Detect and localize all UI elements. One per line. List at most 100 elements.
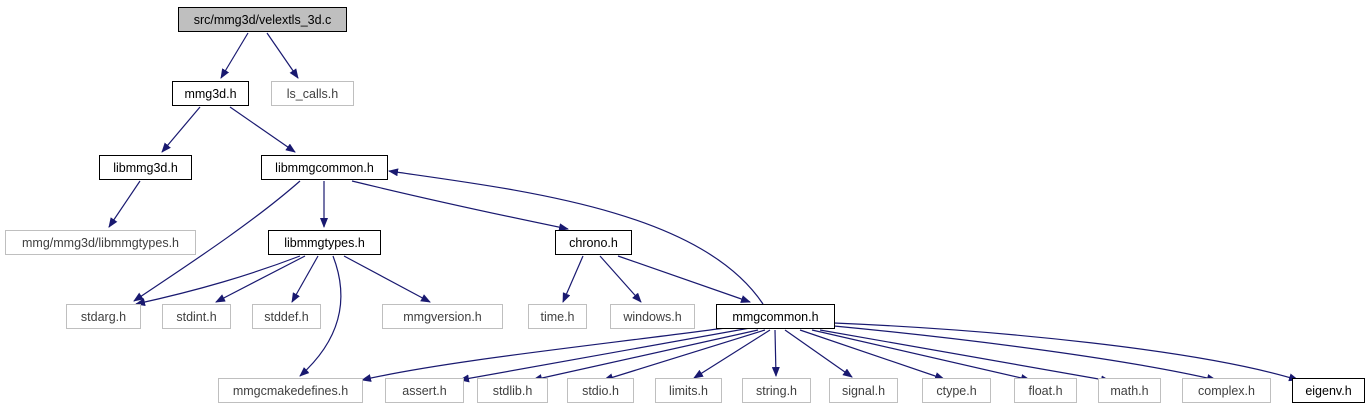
node-stdlib-box <box>477 378 548 403</box>
node-mmgtypes-box <box>5 230 196 255</box>
node-stdio: stdio.h <box>567 378 634 403</box>
edge-libmmgtypes-to-stdint <box>215 255 306 303</box>
edge-chrono-to-mmgcommon <box>617 255 751 303</box>
node-stdarg-box <box>66 304 141 329</box>
node-mmgversion-label: mmgversion.h <box>403 310 482 324</box>
node-mmg3d-box <box>172 81 249 106</box>
node-string: string.h <box>742 378 811 403</box>
edge-root-to-mmg3d <box>220 32 249 79</box>
node-limits-label: limits.h <box>669 384 708 398</box>
node-libmmgcommon-box <box>261 155 388 180</box>
edge-root-to-ls_calls <box>266 32 299 79</box>
node-stdint-label: stdint.h <box>176 310 216 324</box>
edge-mmgcommon-to-float <box>811 329 1031 382</box>
node-assert: assert.h <box>385 378 464 403</box>
node-mmgcommon[interactable]: mmgcommon.h <box>716 304 835 329</box>
node-ls_calls: ls_calls.h <box>271 81 354 106</box>
node-eigenv-label: eigenv.h <box>1305 384 1351 398</box>
node-signal-label: signal.h <box>842 384 885 398</box>
node-time-box <box>528 304 587 329</box>
node-stdlib: stdlib.h <box>477 378 548 403</box>
node-mmgtypes-label: mmg/mmg3d/libmmgtypes.h <box>22 236 179 250</box>
edge-mmgcommon-to-signal <box>784 329 853 378</box>
node-math: math.h <box>1098 378 1161 403</box>
node-ctype-box <box>922 378 991 403</box>
node-stdio-label: stdio.h <box>582 384 619 398</box>
node-assert-box <box>385 378 464 403</box>
edge-libmmgtypes-to-mmgversion <box>343 255 431 303</box>
node-complex-box <box>1182 378 1271 403</box>
edge-mmgcommon-to-mmgcmake <box>361 325 741 382</box>
node-chrono[interactable]: chrono.h <box>555 230 632 255</box>
edge-mmg3d-to-libmmgcommon <box>229 106 296 153</box>
node-libmmg3d[interactable]: libmmg3d.h <box>99 155 192 180</box>
edge-mmgcommon-to-ctype <box>799 329 945 380</box>
node-chrono-label: chrono.h <box>569 236 618 250</box>
edge-mmgcommon-to-eigenv <box>833 322 1299 382</box>
edge-mmgcommon-to-string <box>771 329 780 377</box>
node-libmmgtypes[interactable]: libmmgtypes.h <box>268 230 381 255</box>
edges-layer <box>108 32 1299 384</box>
node-math-box <box>1098 378 1161 403</box>
node-windows-label: windows.h <box>622 310 681 324</box>
node-limits: limits.h <box>655 378 722 403</box>
node-mmgcommon-label: mmgcommon.h <box>732 310 818 324</box>
node-root: src/mmg3d/velextls_3d.c <box>178 7 347 32</box>
node-time: time.h <box>528 304 587 329</box>
node-mmgcmake: mmgcmakedefines.h <box>218 378 363 403</box>
edge-mmgcommon-to-math <box>819 329 1111 384</box>
node-stdint: stdint.h <box>162 304 231 329</box>
node-windows-box <box>610 304 695 329</box>
edge-libmmgtypes-to-stdarg <box>135 255 301 306</box>
node-ls_calls-box <box>271 81 354 106</box>
node-string-label: string.h <box>756 384 797 398</box>
node-float-box <box>1014 378 1077 403</box>
node-stdlib-label: stdlib.h <box>493 384 533 398</box>
node-libmmg3d-label: libmmg3d.h <box>113 161 178 175</box>
node-libmmg3d-box <box>99 155 192 180</box>
node-ctype: ctype.h <box>922 378 991 403</box>
node-math-label: math.h <box>1110 384 1148 398</box>
edge-mmgcommon-to-libmmgcommon <box>388 168 764 305</box>
edge-libmmgcommon-to-stdarg <box>133 180 301 302</box>
edge-mmgcommon-to-assert <box>459 327 751 383</box>
node-stdarg: stdarg.h <box>66 304 141 329</box>
edge-mmgcommon-to-stdlib <box>532 329 759 382</box>
edge-libmmgcommon-to-chrono <box>351 180 569 232</box>
node-ctype-label: ctype.h <box>936 384 976 398</box>
edge-libmmg3d-to-mmgtypes <box>108 180 141 228</box>
node-stdint-box <box>162 304 231 329</box>
node-chrono-box <box>555 230 632 255</box>
node-windows: windows.h <box>610 304 695 329</box>
node-root-label: src/mmg3d/velextls_3d.c <box>194 13 332 27</box>
node-stddef-box <box>252 304 321 329</box>
node-mmgversion: mmgversion.h <box>382 304 503 329</box>
node-stddef-label: stddef.h <box>264 310 309 324</box>
edge-libmmgtypes-to-stddef <box>291 255 319 303</box>
node-signal-box <box>829 378 898 403</box>
edge-chrono-to-windows <box>599 255 642 303</box>
node-mmgtypes: mmg/mmg3d/libmmgtypes.h <box>5 230 196 255</box>
node-eigenv-box <box>1292 378 1365 403</box>
edge-libmmgtypes-to-mmgcmake <box>299 255 342 377</box>
node-limits-box <box>655 378 722 403</box>
node-float-label: float.h <box>1028 384 1062 398</box>
node-complex-label: complex.h <box>1198 384 1255 398</box>
node-stdarg-label: stdarg.h <box>81 310 126 324</box>
node-mmgversion-box <box>382 304 503 329</box>
node-complex: complex.h <box>1182 378 1271 403</box>
edge-mmgcommon-to-complex <box>833 325 1217 382</box>
node-mmg3d-label: mmg3d.h <box>184 87 236 101</box>
node-mmg3d[interactable]: mmg3d.h <box>172 81 249 106</box>
node-mmgcmake-box <box>218 378 363 403</box>
node-libmmgcommon[interactable]: libmmgcommon.h <box>261 155 388 180</box>
node-signal: signal.h <box>829 378 898 403</box>
nodes-layer: src/mmg3d/velextls_3d.c mmg3d.h ls_calls.h… <box>5 7 1365 403</box>
node-eigenv[interactable]: eigenv.h <box>1292 378 1365 403</box>
node-float: float.h <box>1014 378 1077 403</box>
edge-mmgcommon-to-limits <box>693 329 771 379</box>
node-assert-label: assert.h <box>402 384 447 398</box>
node-stddef: stddef.h <box>252 304 321 329</box>
node-stdio-box <box>567 378 634 403</box>
